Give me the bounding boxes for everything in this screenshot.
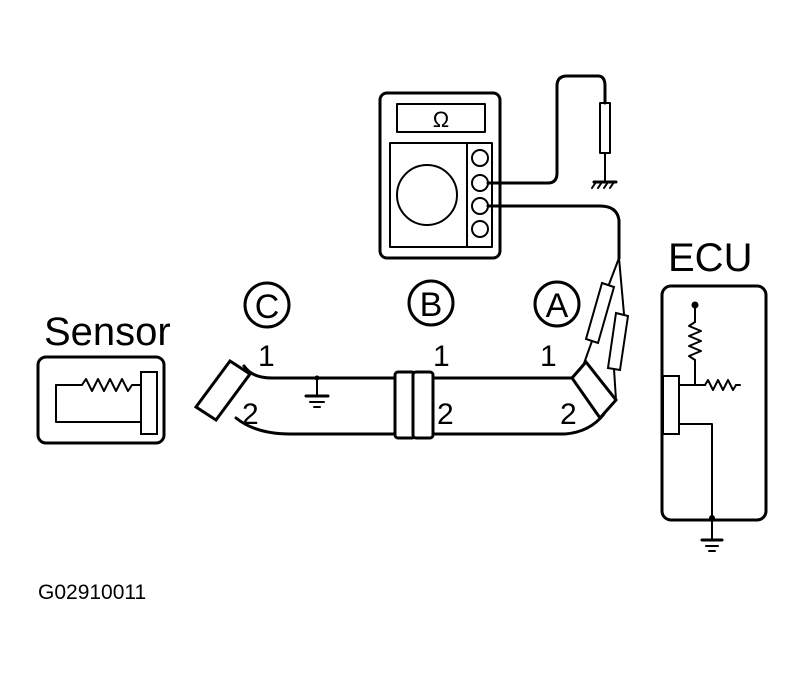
- connector-c-plug: [193, 358, 253, 423]
- jack-1: [471, 149, 489, 167]
- ecu-box: [660, 284, 768, 552]
- connector-a-plug: [570, 359, 618, 421]
- connector-a-letter: A: [546, 287, 569, 325]
- connector-b-letter: B: [420, 286, 443, 324]
- pin-b2: 2: [437, 398, 454, 431]
- ohmmeter: Ω: [378, 91, 502, 260]
- meter-dial-icon: [396, 164, 458, 226]
- pin-c2: 2: [242, 398, 259, 431]
- sensor-box: [36, 355, 166, 445]
- figure-code: G02910011: [38, 581, 146, 604]
- probe-lead: [486, 204, 630, 401]
- ground-lead: [486, 74, 618, 189]
- pin-a2: 2: [560, 398, 577, 431]
- ecu-label: ECU: [668, 236, 752, 280]
- connector-b-body: [393, 370, 435, 440]
- ohm-display: Ω: [433, 107, 449, 132]
- connector-c-letter: C: [255, 288, 280, 326]
- jack-4: [471, 220, 489, 238]
- connector-b-label: B: [407, 279, 455, 327]
- pin-b1: 1: [433, 340, 450, 373]
- connector-c-label: C: [243, 281, 291, 329]
- connector-a-label: A: [533, 280, 581, 328]
- sensor-label: Sensor: [44, 310, 171, 354]
- pin-a1: 1: [540, 340, 557, 373]
- pin-c1: 1: [258, 340, 275, 373]
